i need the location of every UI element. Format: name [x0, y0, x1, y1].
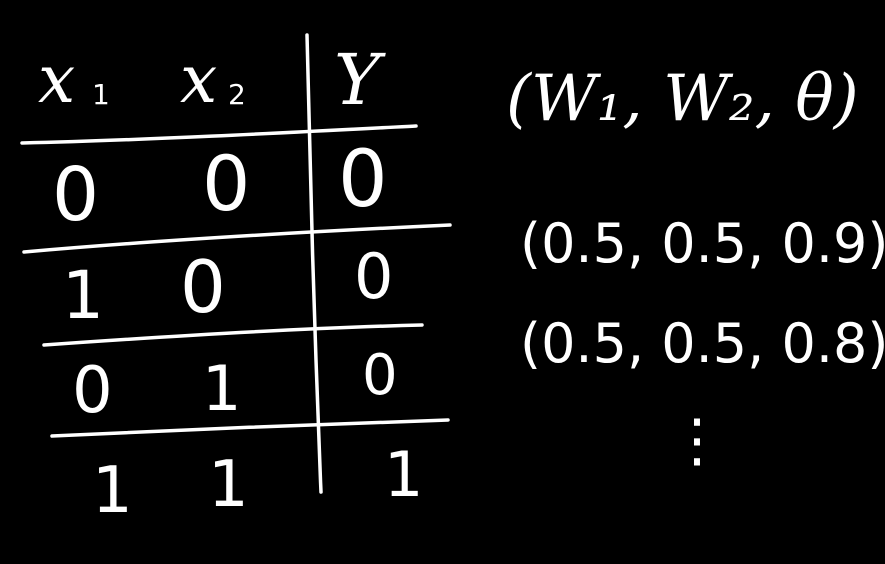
cell-r2-y: 0 [354, 240, 393, 313]
weights-label: (W₁, W₂, θ) [506, 62, 859, 136]
row-rule-2 [42, 323, 424, 347]
cell-r4-x2: 1 [208, 448, 249, 522]
header-x2-subscript: 2 [228, 78, 246, 111]
header-x1: x [38, 41, 75, 118]
cell-r2-x2: 0 [180, 245, 226, 329]
table-header: x 1 x 2 Y [38, 39, 386, 121]
row-rule-3 [50, 418, 450, 438]
continuation-dots: ⋮ [668, 406, 726, 474]
cell-r1-x1: 0 [52, 152, 99, 238]
param-tuple-1: (0.5, 0.5, 0.9) [520, 212, 885, 275]
cell-r3-y: 0 [362, 343, 398, 408]
header-rule [20, 124, 418, 145]
header-y: Y [334, 39, 386, 121]
header-x1-subscript: 1 [92, 78, 110, 111]
cell-r1-y: 0 [338, 135, 388, 225]
cell-r4-y: 1 [384, 438, 423, 511]
cell-r2-x1: 1 [62, 257, 104, 334]
cell-r4-x1: 1 [92, 454, 133, 528]
header-x2: x [180, 41, 217, 118]
column-divider [305, 33, 323, 494]
row-rule-1 [22, 223, 452, 254]
param-tuple-2: (0.5, 0.5, 0.8) [520, 312, 885, 375]
cell-r1-x2: 0 [202, 139, 250, 228]
table-body: 0 0 0 1 0 0 0 1 0 1 1 1 [52, 135, 423, 528]
parameter-notes: (W₁, W₂, θ) (0.5, 0.5, 0.9) (0.5, 0.5, 0… [506, 62, 885, 474]
cell-r3-x2: 1 [202, 352, 241, 425]
truth-table-grid [20, 33, 452, 494]
cell-r3-x1: 0 [72, 354, 113, 428]
